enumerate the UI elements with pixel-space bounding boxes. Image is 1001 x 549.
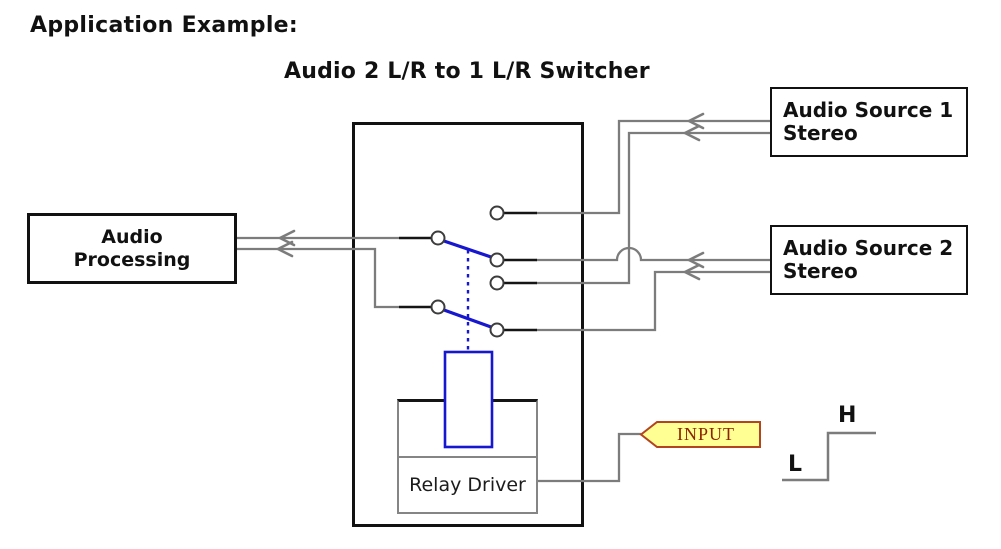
audio-processing-box: Audio Processing xyxy=(27,213,237,284)
arrow-chevron-icon xyxy=(687,251,705,269)
audio-source-1-box: Audio Source 1 Stereo xyxy=(770,87,968,157)
relay-driver-box: Relay Driver xyxy=(397,399,538,514)
input-signal-label: INPUT xyxy=(677,424,735,444)
audio-source-2-box: Audio Source 2 Stereo xyxy=(770,225,968,295)
relay-coil-compartment xyxy=(399,402,536,458)
relay-driver-label: Relay Driver xyxy=(409,474,526,496)
page-title: Application Example: xyxy=(30,13,298,38)
arrow-chevron-icon xyxy=(687,112,705,130)
arrow-chevron-icon xyxy=(683,263,701,281)
audio-source-2-label-line2: Stereo xyxy=(783,259,858,283)
arrow-chevron-icon xyxy=(278,229,296,247)
logic-high-label: H xyxy=(838,403,857,428)
diagram-title: Audio 2 L/R to 1 L/R Switcher xyxy=(284,59,650,84)
audio-source-1-label-line2: Stereo xyxy=(783,121,858,145)
audio-source-2-label-line1: Audio Source 2 xyxy=(783,236,954,260)
audio-processing-label-line2: Processing xyxy=(73,248,191,271)
arrow-chevron-icon xyxy=(683,124,701,142)
audio-processing-label-line1: Audio xyxy=(101,225,163,248)
audio-source-1-label-line1: Audio Source 1 xyxy=(783,98,954,122)
arrow-chevron-icon xyxy=(276,240,294,258)
logic-low-label: L xyxy=(788,452,803,477)
